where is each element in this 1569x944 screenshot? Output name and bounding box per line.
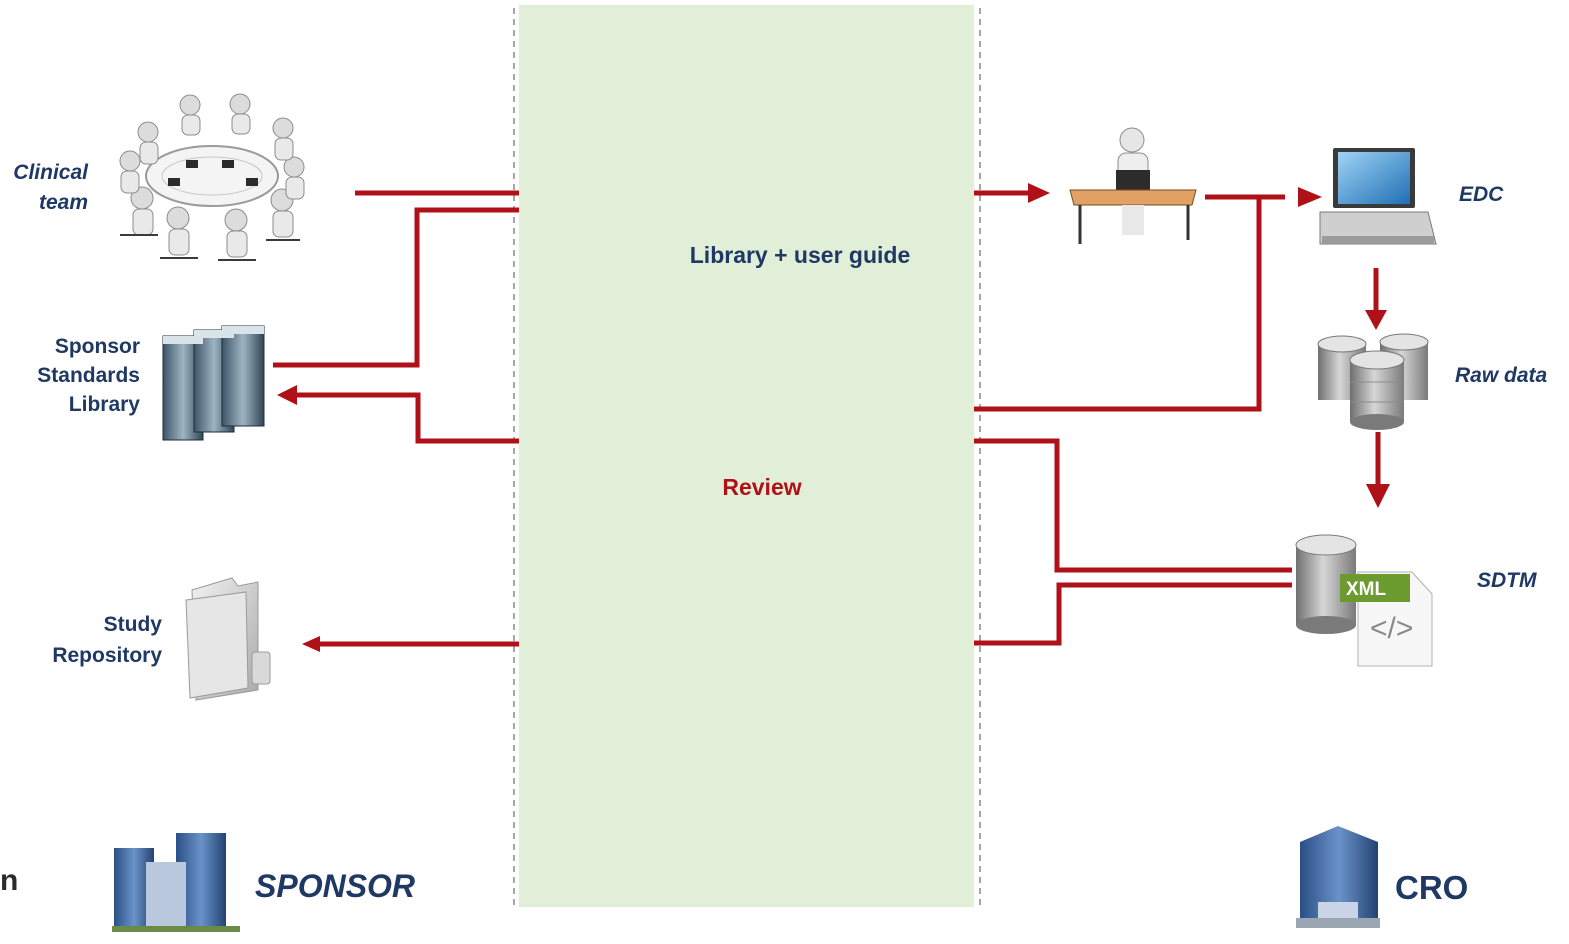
meeting-table-people-icon (120, 94, 304, 260)
library-user-guide-label: Library + user guide (660, 240, 940, 270)
cro-label: CRO (1395, 868, 1468, 908)
sponsor-label: SPONSOR (255, 866, 415, 906)
arrowhead-to-sdtm (1366, 484, 1390, 508)
center-panel (519, 5, 974, 907)
code-glyph: </> (1370, 614, 1413, 644)
database-stack-icon (1318, 334, 1428, 430)
arrowhead-to-repository (302, 636, 320, 652)
sponsor-library-label-line2: Standards (20, 361, 140, 390)
sponsor-library-label: Sponsor Standards Library (20, 332, 140, 419)
arrowhead-to-edc (1298, 187, 1322, 207)
person-at-desk-laptop-icon (1070, 128, 1196, 244)
arrowhead-to-designer (1028, 183, 1050, 203)
connector-review-to-library (295, 395, 519, 441)
clinical-team-label: Clinical team (0, 158, 88, 218)
xml-badge-text: XML (1346, 575, 1386, 605)
connector-review-from-sdtm-upper (974, 441, 1292, 570)
connector-panel-to-edc-feed (974, 195, 1259, 409)
study-repository-label-line2: Repository (20, 640, 162, 671)
raw-data-label: Raw data (1455, 361, 1547, 391)
laptop-icon (1320, 148, 1436, 244)
binders-icon (163, 326, 264, 440)
connector-review-from-sdtm-lower (974, 585, 1292, 643)
office-tower-icon (1296, 826, 1380, 928)
sponsor-library-label-line3: Library (20, 390, 140, 419)
sponsor-library-label-line1: Sponsor (20, 332, 140, 361)
office-buildings-icon (112, 833, 240, 932)
edc-label: EDC (1459, 180, 1503, 210)
clinical-team-label-line2: team (0, 188, 88, 218)
study-repository-label: Study Repository (20, 609, 162, 671)
arrowhead-to-library (277, 385, 297, 405)
cropped-edge-text: n (0, 866, 18, 896)
connector-library-to-panel (273, 210, 519, 365)
sdtm-label: SDTM (1477, 566, 1537, 596)
arrowhead-to-raw-data (1365, 310, 1387, 330)
folder-icon (186, 578, 270, 700)
review-label: Review (700, 472, 824, 502)
study-repository-label-line1: Study (20, 609, 162, 640)
clinical-team-label-line1: Clinical (0, 158, 88, 188)
